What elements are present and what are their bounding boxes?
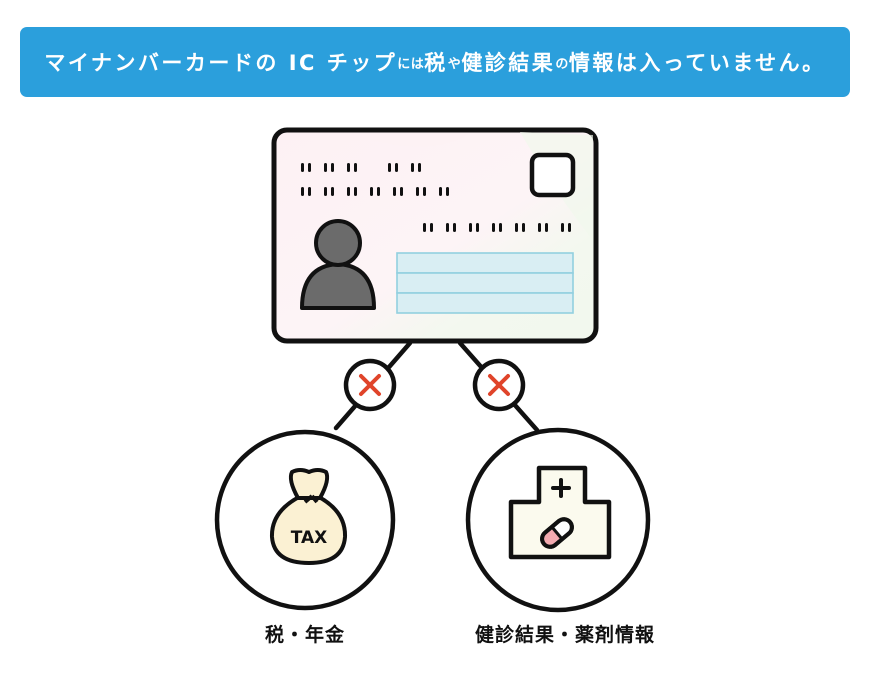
headline-banner: マイナンバーカードの IC チップ には 税 や 健診結果 の 情報は入っていま… xyxy=(20,27,850,97)
my-number-card-icon xyxy=(271,127,599,344)
card-info-fields xyxy=(396,252,574,314)
category-label-tax: 税・年金 xyxy=(264,624,346,646)
pill-icon xyxy=(540,517,574,549)
card-text-placeholder xyxy=(301,163,571,232)
tax-money-bag-icon xyxy=(269,468,348,565)
tax-icon-text: TAX xyxy=(291,528,328,548)
headline-particle-niha: には xyxy=(397,56,425,72)
no-link-marker-left xyxy=(343,358,397,412)
cross-icon xyxy=(359,374,381,396)
category-health xyxy=(465,427,651,613)
headline-text-health: 健診結果 xyxy=(461,51,556,75)
no-link-marker-right xyxy=(472,358,526,412)
ic-chip-icon xyxy=(529,152,576,198)
cross-icon xyxy=(488,374,510,396)
headline-particle-no: の xyxy=(555,56,569,72)
person-silhouette-icon xyxy=(300,219,376,310)
category-label-health: 健診結果・薬剤情報 xyxy=(474,624,656,646)
headline-text-end: 情報は入っていません。 xyxy=(568,51,826,75)
plus-icon xyxy=(551,478,571,498)
category-tax: TAX xyxy=(214,429,396,611)
headline-text-1: マイナンバーカードの IC チップ xyxy=(44,51,398,75)
hospital-medicine-icon xyxy=(508,465,612,560)
headline-particle-ya: や xyxy=(447,56,462,72)
headline-text-tax: 税 xyxy=(424,51,448,75)
